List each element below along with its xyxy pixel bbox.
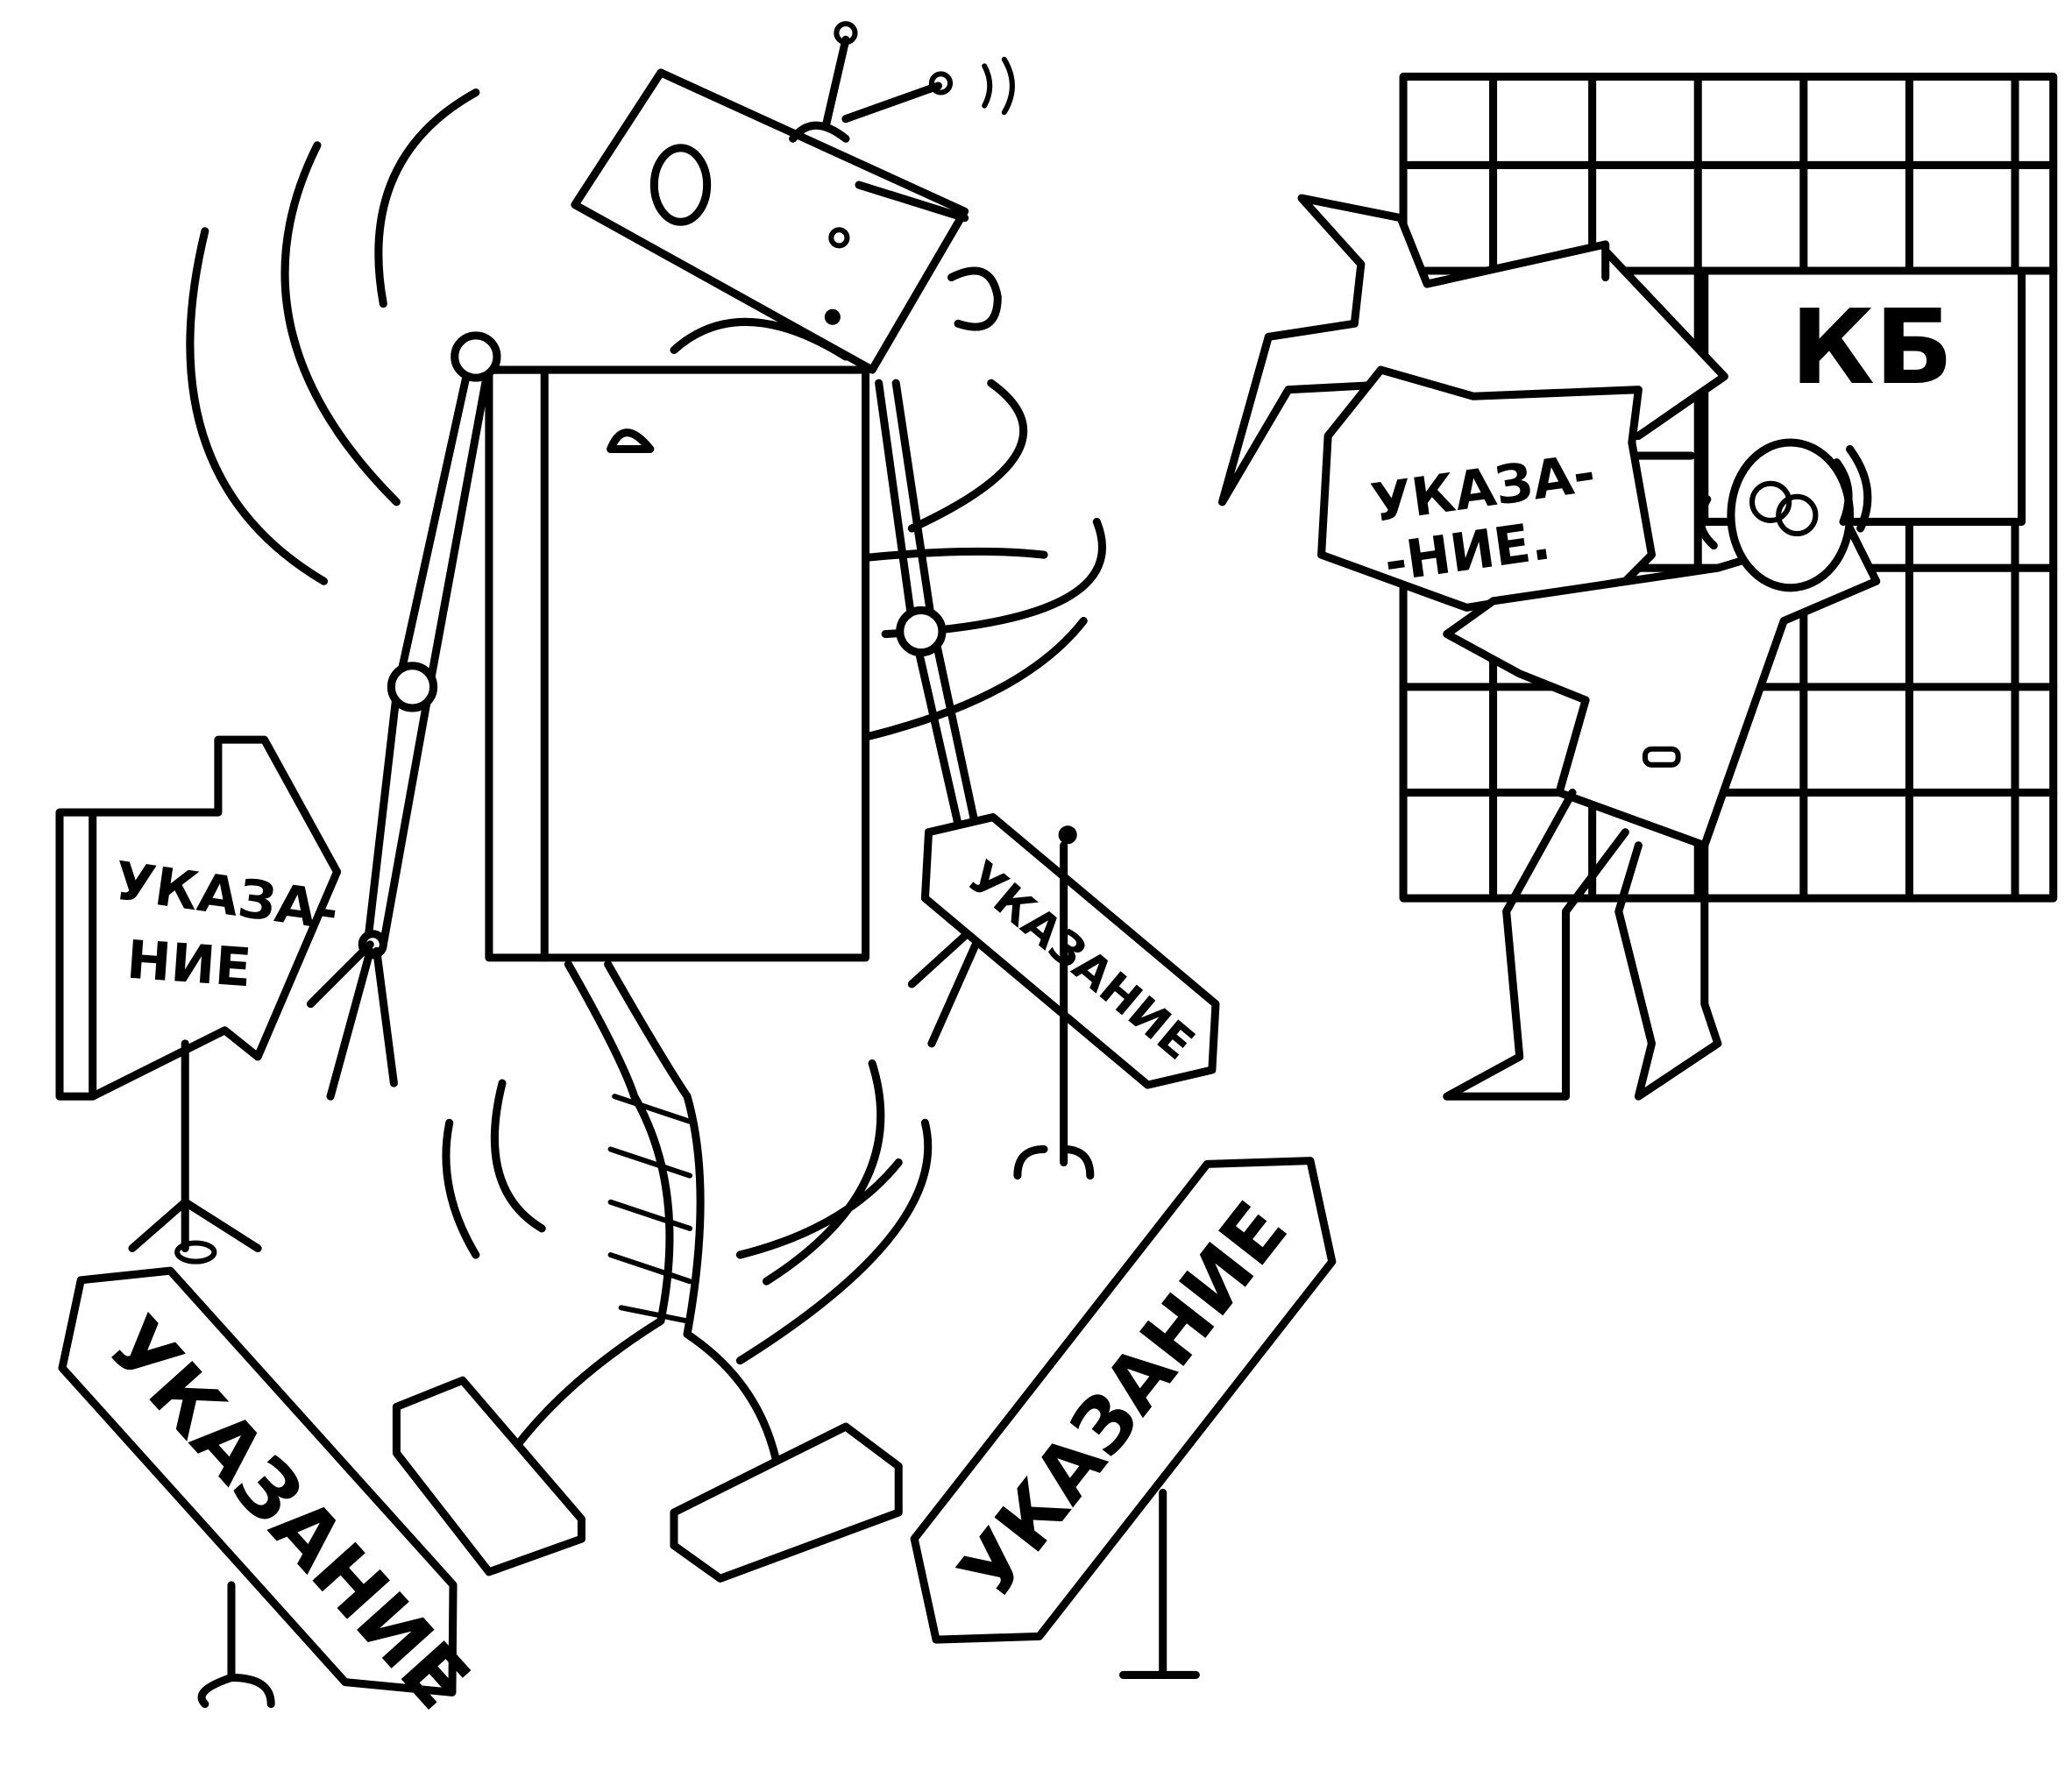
robot-left-foot xyxy=(392,1376,585,1576)
robot-body xyxy=(485,365,870,962)
robot xyxy=(306,21,1015,1583)
sign-bottom-right: УКАЗАНИЕ xyxy=(910,1157,1337,1644)
sign-text-2: НИЕ xyxy=(124,930,253,1000)
sign-text-bottom-right: УКАЗАНИЕ xyxy=(941,1186,1304,1615)
sign-top-left: УКАЗА- НИЕ xyxy=(55,735,342,1264)
sign-text-bottom-left: УКАЗАНИЕ xyxy=(89,1300,486,1726)
building-label: КБ xyxy=(1791,287,1954,407)
man-head xyxy=(1727,438,1855,592)
motion-lines xyxy=(186,88,1106,1365)
man-carrying-sign: УКАЗА- -НИЕ. xyxy=(1218,194,1881,1101)
robot-right-foot xyxy=(670,1422,903,1583)
